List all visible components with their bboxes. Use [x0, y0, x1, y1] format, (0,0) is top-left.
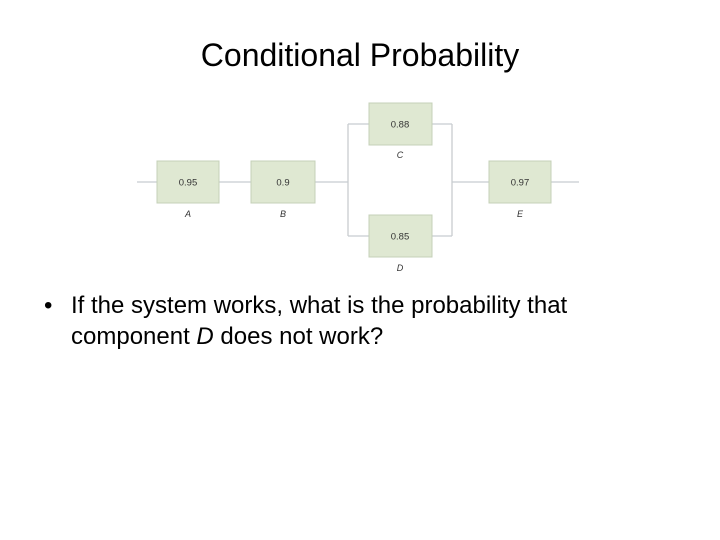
component-d: 0.85 D — [368, 214, 433, 273]
component-c: 0.88 C — [368, 102, 433, 160]
bullet-marker: • — [44, 292, 53, 319]
component-b-probability: 0.9 — [276, 178, 289, 189]
component-e-probability: 0.97 — [511, 178, 530, 189]
component-a-probability: 0.95 — [179, 178, 198, 189]
component-d-label: D — [397, 263, 404, 273]
component-b-box — [250, 160, 316, 204]
component-a: 0.95 A — [156, 160, 220, 219]
question-part-1: If the system works, what is the probabi… — [71, 292, 568, 350]
component-a-label: A — [184, 209, 191, 219]
component-e: 0.97 E — [488, 160, 552, 219]
question-component-d: D — [196, 323, 214, 350]
component-a-box — [156, 160, 220, 204]
component-d-probability: 0.85 — [391, 232, 410, 243]
component-e-label: E — [517, 209, 524, 219]
component-b: 0.9 B — [250, 160, 316, 219]
question-bullet: • If the system works, what is the proba… — [44, 290, 684, 352]
component-e-box — [488, 160, 552, 204]
component-c-box — [368, 102, 433, 146]
question-part-3: does not work? — [213, 323, 384, 350]
component-c-probability: 0.88 — [391, 120, 410, 131]
wiring — [137, 123, 579, 237]
component-d-box — [368, 214, 433, 258]
slide-title: Conditional Probability — [200, 37, 520, 73]
component-c-label: C — [397, 150, 404, 160]
question-text: If the system works, what is the probabi… — [71, 290, 684, 352]
component-b-label: B — [280, 209, 286, 219]
